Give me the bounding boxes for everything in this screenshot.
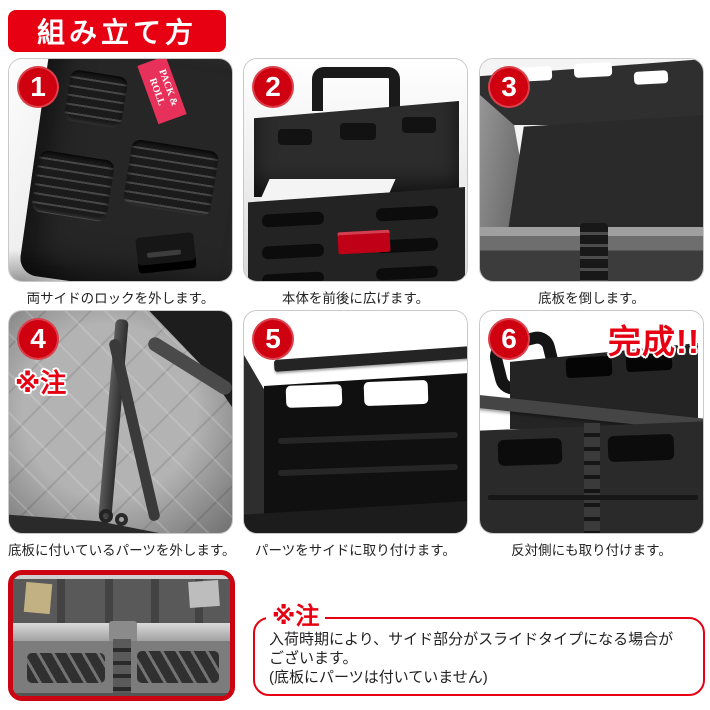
step-4-note-mark: ※注 <box>15 368 67 398</box>
front-ridge <box>488 495 698 500</box>
wall-opening <box>137 651 219 683</box>
step-5-number-badge: 5 <box>252 318 294 360</box>
step-6-number-badge: 6 <box>488 318 530 360</box>
note-box: 入荷時期により、サイド部分がスライドタイプになる場合が ございます。 (底板にパ… <box>253 617 705 696</box>
step-4-number-badge: 4 <box>17 318 59 360</box>
step-6-caption: 反対側にも取り付けます。 <box>511 543 672 558</box>
step-2-photo: 2 <box>243 58 468 282</box>
interior-patch <box>188 579 220 609</box>
part-hook <box>99 509 113 523</box>
step-2-caption: 本体を前後に広げます。 <box>281 291 430 306</box>
wall-post <box>151 579 159 623</box>
step-1-photo: PACK & ROLL 1 <box>8 58 233 282</box>
step-3-number: 3 <box>501 71 517 102</box>
slide-type-variant-photo <box>8 570 235 701</box>
step-1-number: 1 <box>30 71 46 102</box>
wall-opening <box>27 653 105 683</box>
note-line-3: (底板にパーツは付いていません) <box>269 669 488 686</box>
side-lock-latch <box>135 232 197 274</box>
wall-slot <box>402 117 436 133</box>
step-5-photo: 5 <box>243 310 468 534</box>
step-6-photo: 6 完成!! <box>479 310 704 534</box>
note-line-1: 入荷時期により、サイド部分がスライドタイプになる場合が <box>269 631 674 648</box>
part-hook <box>115 513 128 526</box>
bottom-strip <box>13 693 230 696</box>
wall-opening <box>363 379 429 407</box>
step-4: 4 ※注 底板に付いているパーツを外します。 <box>8 310 236 559</box>
step-1-number-badge: 1 <box>17 66 59 108</box>
step-5-caption: パーツをサイドに取り付けます。 <box>255 543 456 558</box>
step-6: 6 完成!! 反対側にも取り付けます。 <box>479 310 704 559</box>
wall-post <box>57 579 65 623</box>
wall-opening <box>285 384 343 408</box>
rail-notch <box>109 621 137 643</box>
wall-opening <box>633 70 669 85</box>
section-title-banner: 組み立て方 <box>8 10 226 52</box>
step-2-number: 2 <box>265 71 281 102</box>
step-3: 3 底板を倒します。 <box>479 58 704 307</box>
step-1: PACK & ROLL 1 両サイドのロックを外します。 <box>8 58 233 307</box>
wall-opening <box>497 437 563 467</box>
step-5-number: 5 <box>265 323 281 354</box>
wall-post <box>105 579 113 623</box>
handle-recess <box>122 138 220 218</box>
step-5: 5 パーツをサイドに取り付けます。 <box>243 310 468 559</box>
step-3-photo: 3 <box>479 58 704 282</box>
step-3-number-badge: 3 <box>488 66 530 108</box>
note-line-2: ございます。 <box>269 650 358 667</box>
step-3-caption: 底板を倒します。 <box>538 291 645 306</box>
step-4-caption: 底板に付いているパーツを外します。 <box>8 543 236 558</box>
center-hinge <box>584 423 600 533</box>
center-hinge <box>580 223 608 281</box>
handle-recess <box>30 149 116 223</box>
complete-mark: 完成!! <box>608 323 700 360</box>
note-box-label: ※注 <box>266 596 326 631</box>
step-1-caption: 両サイドのロックを外します。 <box>26 291 215 306</box>
wall-opening <box>565 355 613 379</box>
wall-slot <box>278 129 312 145</box>
wall-slot <box>340 123 376 140</box>
wall-opening <box>607 433 675 463</box>
step-4-number: 4 <box>30 323 46 354</box>
cart-handle <box>312 67 400 111</box>
brand-label <box>337 229 391 255</box>
step-4-photo: 4 ※注 <box>8 310 233 534</box>
section-title: 組み立て方 <box>36 17 197 48</box>
bottom-plate <box>508 115 703 231</box>
floor-shadow <box>9 249 89 281</box>
handle-recess <box>63 68 129 130</box>
center-hinge <box>113 639 131 696</box>
step-6-number: 6 <box>501 323 517 354</box>
step-2-number-badge: 2 <box>252 66 294 108</box>
step-2: 2 本体を前後に広げます。 <box>243 58 468 307</box>
wall-opening <box>573 62 613 78</box>
interior-patch <box>23 581 53 615</box>
